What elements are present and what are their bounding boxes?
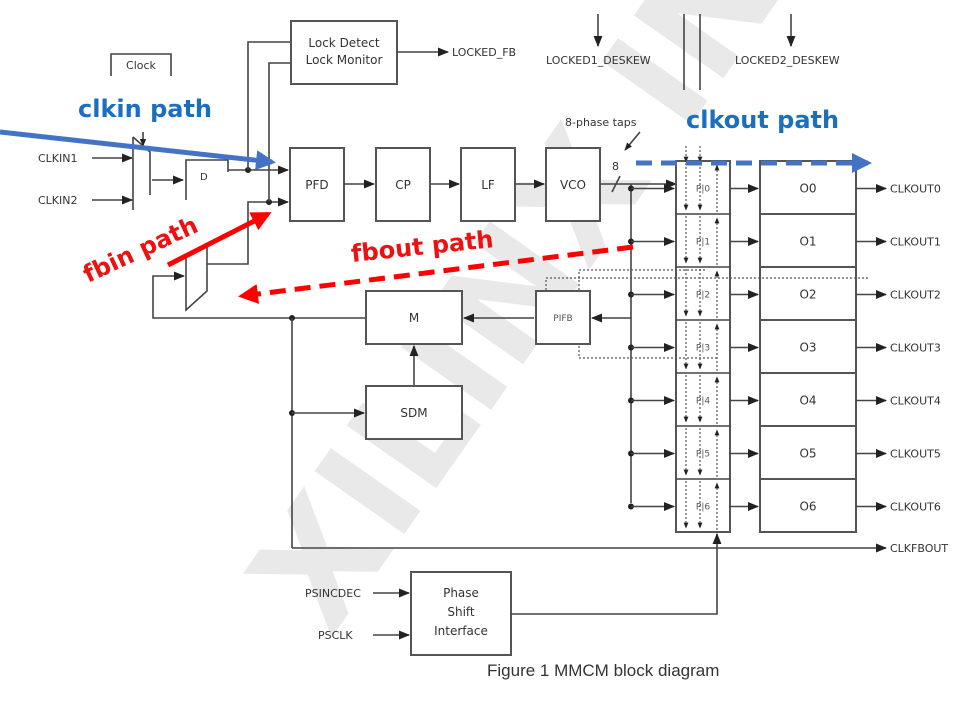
clkout-label: CLKOUT3 (890, 342, 941, 355)
output-divider-block (759, 372, 857, 427)
pfd-block (289, 147, 345, 222)
clock-block (110, 53, 172, 76)
svg-text:PFD: PFD (305, 178, 328, 192)
svg-text:LF: LF (481, 178, 495, 192)
output-divider-block (759, 160, 857, 215)
clkfbout-label: CLKFBOUT (890, 542, 948, 555)
locked2-deskew-label: LOCKED2_DESKEW (735, 54, 840, 67)
output-divider-block (759, 478, 857, 533)
clkin1-label: CLKIN1 (38, 152, 78, 165)
svg-text:Interface: Interface (434, 624, 488, 638)
clkin-path-label: clkin path (78, 95, 212, 123)
pi-label: P|1 (696, 238, 710, 248)
fbin-mux (185, 244, 208, 312)
cp-block (375, 147, 431, 222)
pifb-block (535, 290, 591, 345)
lf-block (460, 147, 516, 222)
clkout-label: CLKOUT5 (890, 448, 941, 461)
pi-label: P|4 (696, 397, 710, 407)
locked-fb-label: LOCKED_FB (452, 46, 516, 59)
pi-label: P|5 (696, 450, 710, 460)
d-divider-block (185, 159, 229, 200)
clkout-label: CLKOUT4 (890, 395, 941, 408)
svg-text:Shift: Shift (447, 605, 475, 619)
figure-caption: Figure 1 MMCM block diagram (487, 661, 719, 680)
output-divider-label: O2 (799, 288, 816, 302)
fbin-path-label: fbin path (79, 211, 203, 288)
clkout-label: CLKOUT2 (890, 289, 941, 302)
lock-detect-block (290, 20, 398, 85)
psincdec-label: PSINCDEC (305, 587, 361, 600)
output-divider-block (759, 213, 857, 268)
clkout-label: CLKOUT6 (890, 501, 941, 514)
svg-text:CP: CP (395, 178, 411, 192)
clkout-label: CLKOUT1 (890, 236, 941, 249)
phase-taps-label: 8-phase taps (565, 116, 637, 129)
pi-label: P|2 (696, 291, 710, 301)
lock-monitor-label: Lock Monitor (306, 53, 383, 67)
output-divider-label: O5 (799, 447, 816, 461)
pi-label: P|6 (696, 503, 710, 513)
clkout-label: CLKOUT0 (890, 183, 941, 196)
lock-detect-label: Lock Detect (308, 36, 379, 50)
fbout-path-arrow (238, 244, 634, 304)
pifb-label: PIFB (553, 314, 572, 324)
output-divider-label: O0 (799, 182, 816, 196)
svg-text:M: M (409, 311, 419, 325)
pi-label: P|3 (696, 344, 710, 354)
output-divider-block (759, 319, 857, 374)
output-divider-label: O4 (799, 394, 816, 408)
clkout-path-label: clkout path (686, 106, 839, 134)
phase-interpolator-column: P|0P|1P|2P|3P|4P|5P|6 (675, 146, 731, 533)
output-divider-block (759, 266, 857, 321)
phase-tap-rows (628, 184, 676, 511)
d-label: D (200, 172, 208, 183)
svg-text:SDM: SDM (400, 406, 427, 420)
svg-text:VCO: VCO (560, 178, 586, 192)
clkin-path-arrow (0, 129, 276, 171)
fbin-path-arrow (166, 211, 272, 268)
psclk-label: PSCLK (318, 629, 353, 642)
output-divider-label: O6 (799, 500, 816, 514)
m-divider-block (365, 290, 463, 345)
bus-slash (611, 175, 621, 193)
locked1-deskew-label: LOCKED1_DESKEW (546, 54, 651, 67)
clkin2-label: CLKIN2 (38, 194, 78, 207)
pi-label: P|0 (696, 185, 710, 195)
sdm-block (365, 385, 463, 440)
bus-width-label: 8 (612, 160, 619, 173)
svg-text:Phase: Phase (443, 586, 479, 600)
output-divider-label: O3 (799, 341, 816, 355)
clock-label: Clock (126, 59, 157, 72)
output-divider-block (759, 425, 857, 480)
output-divider-label: O1 (799, 235, 816, 249)
